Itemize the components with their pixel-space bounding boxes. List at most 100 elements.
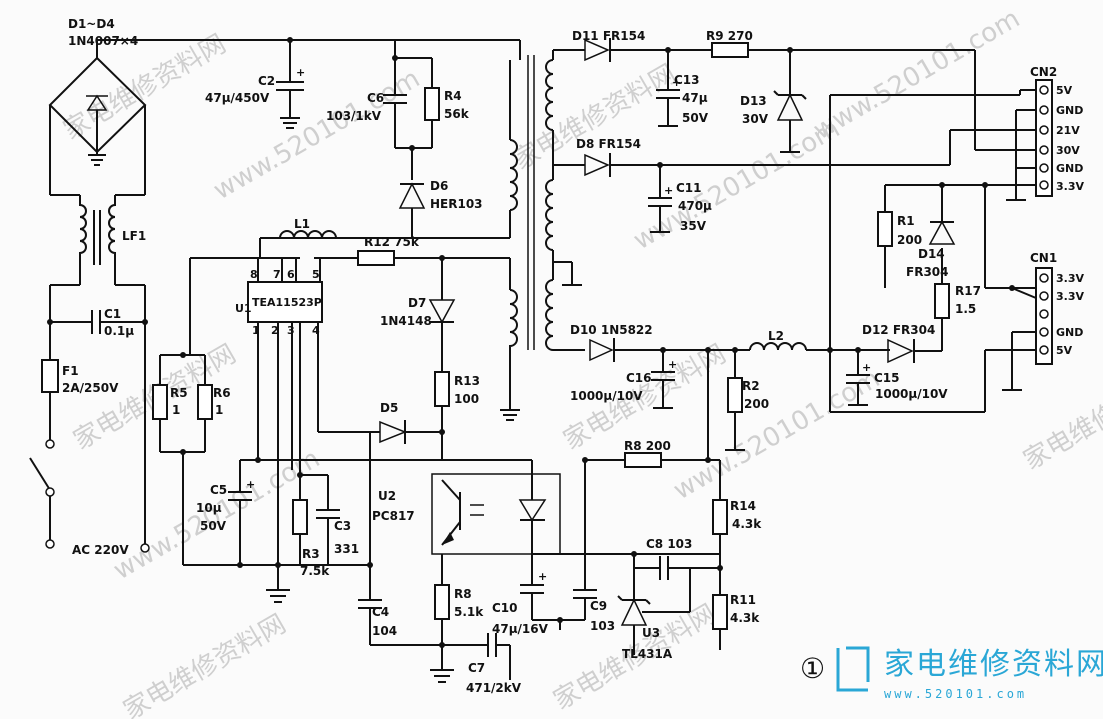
watermark-url: www.520101.com bbox=[209, 64, 426, 206]
r3-c3 bbox=[266, 472, 340, 603]
c2-ref: C2 bbox=[258, 74, 275, 88]
r11-ref: R11 bbox=[730, 593, 756, 607]
watermark-url: www.520101.com bbox=[669, 364, 886, 506]
d10-label: D10 1N5822 bbox=[570, 323, 653, 337]
cn2-connector bbox=[895, 79, 1053, 201]
lf1-label: LF1 bbox=[122, 229, 146, 243]
f1-value: 2A/250V bbox=[62, 381, 119, 395]
svg-text:+: + bbox=[668, 358, 677, 371]
svg-text:+: + bbox=[664, 184, 673, 197]
c11-value-2: 35V bbox=[680, 219, 707, 233]
r2-value: 200 bbox=[744, 397, 769, 411]
r11-value: 4.3k bbox=[730, 611, 760, 625]
r8b-label: R8 200 bbox=[624, 439, 671, 453]
bridge-value: 1N4007×4 bbox=[68, 34, 138, 48]
watermark-layer: 家电维修资料网 www.520101.com 家电维修资料网 www.52010… bbox=[59, 4, 1103, 719]
logo-text: 家电维修资料网 bbox=[884, 647, 1103, 682]
bridge-rectifier bbox=[48, 39, 520, 196]
r6-value: 1 bbox=[215, 403, 223, 417]
u1-pin8: 8 bbox=[250, 268, 258, 281]
lf1-choke bbox=[49, 195, 146, 545]
l1-label: L1 bbox=[294, 217, 310, 231]
c1-capacitor bbox=[47, 310, 148, 334]
c11-ref: C11 bbox=[676, 181, 702, 195]
svg-text:+: + bbox=[862, 361, 871, 374]
u1-pin4: 4 bbox=[312, 324, 320, 337]
svg-text:+: + bbox=[246, 478, 255, 491]
u2-ref: U2 bbox=[378, 489, 396, 503]
rail-21v: + bbox=[584, 153, 895, 233]
r13-value: 100 bbox=[454, 392, 479, 406]
u1-pin2: 2 bbox=[271, 324, 279, 337]
r4-value: 56k bbox=[444, 107, 470, 121]
d7-value: 1N4148 bbox=[380, 314, 432, 328]
cn1-pin-gnd: GND bbox=[1056, 326, 1083, 339]
cn2-pin-gnd2: GND bbox=[1056, 162, 1083, 175]
c9-ref: C9 bbox=[590, 599, 607, 613]
mains-switch bbox=[29, 457, 150, 553]
u3-tl431 bbox=[617, 551, 720, 655]
c13-value-1: 47μ bbox=[682, 91, 708, 105]
cn2-pin-gnd: GND bbox=[1056, 104, 1083, 117]
r14-r11 bbox=[712, 460, 728, 650]
r3-value: 7.5k bbox=[300, 564, 330, 578]
c15-value: 1000μ/10V bbox=[875, 387, 948, 401]
r6-ref: R6 bbox=[213, 386, 231, 400]
d14-value: FR304 bbox=[906, 265, 949, 279]
c5-capacitor: + bbox=[228, 457, 520, 568]
u1-pin1: 1 bbox=[252, 324, 260, 337]
d7-ref: D7 bbox=[408, 296, 426, 310]
r8-value: 5.1k bbox=[454, 605, 484, 619]
f1-ref: F1 bbox=[62, 364, 79, 378]
c7-value: 471/2kV bbox=[466, 681, 522, 695]
r8-ref: R8 bbox=[454, 587, 472, 601]
cn1-pin-3v3-b: 3.3V bbox=[1056, 290, 1084, 303]
cn1-label: CN1 bbox=[1030, 251, 1057, 265]
watermark-text: 家电维修资料网 bbox=[119, 609, 292, 719]
l1-r12 bbox=[190, 230, 511, 270]
u1-part: TEA11523P bbox=[252, 296, 322, 309]
d14-ref: D14 bbox=[918, 247, 945, 261]
r1-value: 200 bbox=[897, 233, 922, 247]
d7-r13 bbox=[428, 258, 456, 460]
c7-ref: C7 bbox=[468, 661, 485, 675]
d13-ref: D13 bbox=[740, 94, 767, 108]
d6-value: HER103 bbox=[430, 197, 483, 211]
r4-ref: R4 bbox=[444, 89, 462, 103]
c10-ref: C10 bbox=[492, 601, 518, 615]
u1-pin6: 6 bbox=[287, 268, 295, 281]
c6-value: 103/1kV bbox=[326, 109, 382, 123]
u1-pin7: 7 bbox=[273, 268, 281, 281]
logo-url: www.520101.com bbox=[884, 687, 1027, 701]
u2-value: PC817 bbox=[372, 509, 415, 523]
c10-c9: + bbox=[520, 459, 720, 630]
u2-optocoupler bbox=[431, 473, 561, 555]
rail-3v3: + bbox=[846, 182, 1037, 406]
l2-label: L2 bbox=[768, 329, 784, 343]
cn1-pin-5v: 5V bbox=[1056, 344, 1073, 357]
c1-value: 0.1μ bbox=[104, 324, 134, 338]
r5-ref: R5 bbox=[170, 386, 188, 400]
u3-ref: U3 bbox=[642, 626, 660, 640]
cn2-pin-21v: 21V bbox=[1056, 124, 1080, 137]
u1-pin5: 5 bbox=[312, 268, 320, 281]
watermark-url: www.520101.com bbox=[809, 4, 1026, 146]
figure-number: ① bbox=[800, 652, 825, 685]
c5-ref: C5 bbox=[210, 483, 227, 497]
d11-label: D11 FR154 bbox=[572, 29, 645, 43]
u1-pin-wiring bbox=[257, 322, 380, 565]
r9-label: R9 270 bbox=[706, 29, 753, 43]
u1-controller bbox=[189, 258, 323, 355]
svg-text:+: + bbox=[538, 570, 547, 583]
rail-30v: + bbox=[584, 38, 1036, 153]
u1-pin3: 3 bbox=[287, 324, 295, 337]
c4-value: 104 bbox=[372, 624, 397, 638]
c3-ref: C3 bbox=[334, 519, 351, 533]
c15-ref: C15 bbox=[874, 371, 900, 385]
f1-fuse bbox=[41, 359, 59, 449]
r3-ref: R3 bbox=[302, 547, 320, 561]
cn2-pin-3v3: 3.3V bbox=[1056, 180, 1084, 193]
c4-ref: C4 bbox=[372, 605, 389, 619]
u3-value: TL431A bbox=[622, 647, 673, 661]
